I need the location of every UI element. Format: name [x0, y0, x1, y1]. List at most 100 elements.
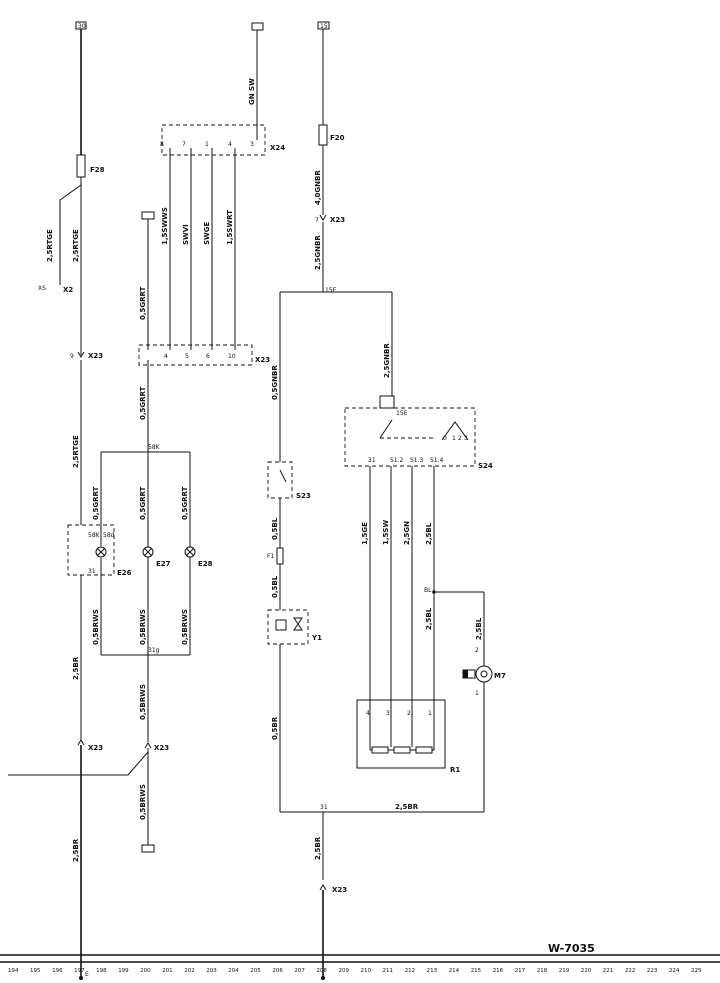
fuse-f20-label: F20 — [330, 134, 345, 142]
valve-coil-icon — [275, 619, 287, 631]
wire-label-4-0gnbr: 4,0GNBR — [314, 170, 322, 205]
wire-label-swvi: SWVI — [182, 224, 190, 245]
ground-e-dot — [79, 976, 83, 980]
grid-number: 225 — [691, 968, 702, 974]
wire-label-0-5br: 0,5BR — [271, 716, 279, 740]
grid-number: 196 — [52, 968, 63, 974]
wire-label-2-5rtge-c: 2,5RTGE — [72, 435, 80, 468]
grid-number: 199 — [118, 968, 129, 974]
terminal-30-label: 30 — [78, 23, 86, 30]
grid-number: 216 — [493, 968, 504, 974]
terminal-58-box — [141, 211, 155, 220]
wire-label-1-5swws: 1,5SWWS — [161, 207, 169, 245]
resistor-r1 — [356, 699, 446, 769]
grid-number: 222 — [625, 968, 636, 974]
connector-x23-label-b: X23 — [88, 744, 103, 752]
component-m7-label: M7 — [494, 672, 506, 680]
connector-x2-label: X2 — [63, 286, 73, 294]
fuse-f20 — [318, 124, 328, 146]
component-s23-label: S23 — [296, 492, 311, 500]
connector-x23-label-e: X23 — [330, 216, 345, 224]
document-id: W-7035 — [548, 942, 595, 955]
connector-x23-block — [138, 344, 253, 366]
grid-number: 214 — [449, 968, 460, 974]
wire-label-1-5swrt: 1,5SWRT — [226, 210, 234, 245]
grid-number: 197 — [74, 968, 85, 974]
grid-number: 223 — [647, 968, 658, 974]
s24-pin-s12: S1.2 — [390, 457, 404, 464]
grid-number: 207 — [294, 968, 305, 974]
x23b-pin-10: 10 — [228, 353, 236, 360]
fan-circuit: 2,5GNBR 15E 0 1 2 3 S24 31 S1.2 S1.3 S1.… — [344, 292, 506, 812]
grid-number: 203 — [206, 968, 217, 974]
grid-number: 213 — [427, 968, 438, 974]
node-31-e26: 31 — [88, 568, 96, 575]
wire-label-2-5rtge-a: 2,5RTGE — [46, 229, 54, 262]
connector-x23-label-f: X23 — [332, 886, 347, 894]
wire-label-0-5grrt-c: 0,5GRRT — [181, 486, 189, 520]
s24-pos-3: 3 — [464, 435, 468, 442]
s24-pin-s14: S1.4 — [430, 457, 444, 464]
node-58k: 58K — [148, 444, 161, 451]
s24-pin-s13: S1.3 — [410, 457, 424, 464]
x23b-pin-4: 4 — [164, 353, 168, 360]
grid-number: 205 — [250, 968, 261, 974]
grid-number: 218 — [537, 968, 548, 974]
wire-label-0-5brws-e: 0,5BRWS — [139, 784, 147, 820]
x23b-pin-6: 6 — [206, 353, 210, 360]
wire-label-2-5bl-b: 2,5BL — [425, 607, 433, 630]
connector-x23-label-c: X23 — [154, 744, 169, 752]
wire-label-2-5bl-c: 2,5BL — [475, 617, 483, 640]
component-y1-label: Y1 — [311, 634, 322, 642]
grid-number: 212 — [405, 968, 416, 974]
wire-label-2-5br-a: 2,5BR — [72, 656, 80, 680]
motor-m7-icon — [475, 665, 493, 683]
valve-y1 — [267, 609, 309, 645]
wire-label-0-5grrt-e: 0,5GRRT — [139, 386, 147, 420]
wire-label-2-5br-c: 2,5BR — [395, 803, 419, 811]
grid-number: 201 — [162, 968, 173, 974]
s24-pin-31: 31 — [368, 457, 376, 464]
grid-number: 209 — [339, 968, 350, 974]
x24-pin-8: 8 — [160, 141, 164, 148]
wire-label-2-5rtge-b: 2,5RTGE — [72, 229, 80, 262]
connector-x23-label-a: X23 — [88, 352, 103, 360]
x24-pin-4: 4 — [228, 141, 232, 148]
wire-label-0-5bl-b: 0,5BL — [271, 575, 279, 598]
wire-label-2-5br-b: 2,5BR — [72, 838, 80, 862]
fuse-f28-label: F28 — [90, 166, 105, 174]
x24-pin-1: 1 — [205, 141, 209, 148]
grid-number: 221 — [603, 968, 614, 974]
grid-number: 219 — [559, 968, 570, 974]
m7-pin-2: 2 — [475, 647, 479, 654]
grid-number: 208 — [316, 968, 327, 974]
r1-pin-2: 2 — [407, 710, 411, 717]
grid-number: 206 — [272, 968, 283, 974]
connector-x23-label-d: X23 — [255, 356, 270, 364]
x24-pin-3: 3 — [250, 141, 254, 148]
lamp-e26-icon — [95, 546, 107, 558]
grid-number: 202 — [184, 968, 195, 974]
wire-label-1-5ge: 1,5GE — [361, 522, 369, 545]
terminal-15a-box — [251, 22, 264, 31]
wire-label-2-5gn: 2,5GN — [403, 521, 411, 545]
r1-pin-1: 1 — [428, 710, 432, 717]
wire-label-2-5gnbr-b: 2,5GNBR — [383, 343, 391, 378]
wire-label-swge: SWGE — [203, 221, 211, 245]
terminal-31b-box — [141, 844, 155, 853]
grid-number: 195 — [30, 968, 41, 974]
node-e-label: E — [85, 971, 89, 978]
wire-label-1-5sw: 1,5SW — [382, 520, 390, 545]
x23b-pin-5: 5 — [185, 353, 189, 360]
switch-s24-selector-icon — [441, 421, 469, 441]
wire-label-0-5gnbr: 0,5GNBR — [271, 365, 279, 400]
wire-label-0-5grrt-a: 0,5GRRT — [92, 486, 100, 520]
node-bl: BL — [424, 587, 432, 594]
component-s24-label: S24 — [478, 462, 493, 470]
switch-s24 — [344, 407, 476, 467]
s24-pos-1: 1 — [452, 435, 456, 442]
grid-number: 211 — [383, 968, 394, 974]
grid-number: 198 — [96, 968, 107, 974]
wire-label-0-5bl-a: 0,5BL — [271, 517, 279, 540]
